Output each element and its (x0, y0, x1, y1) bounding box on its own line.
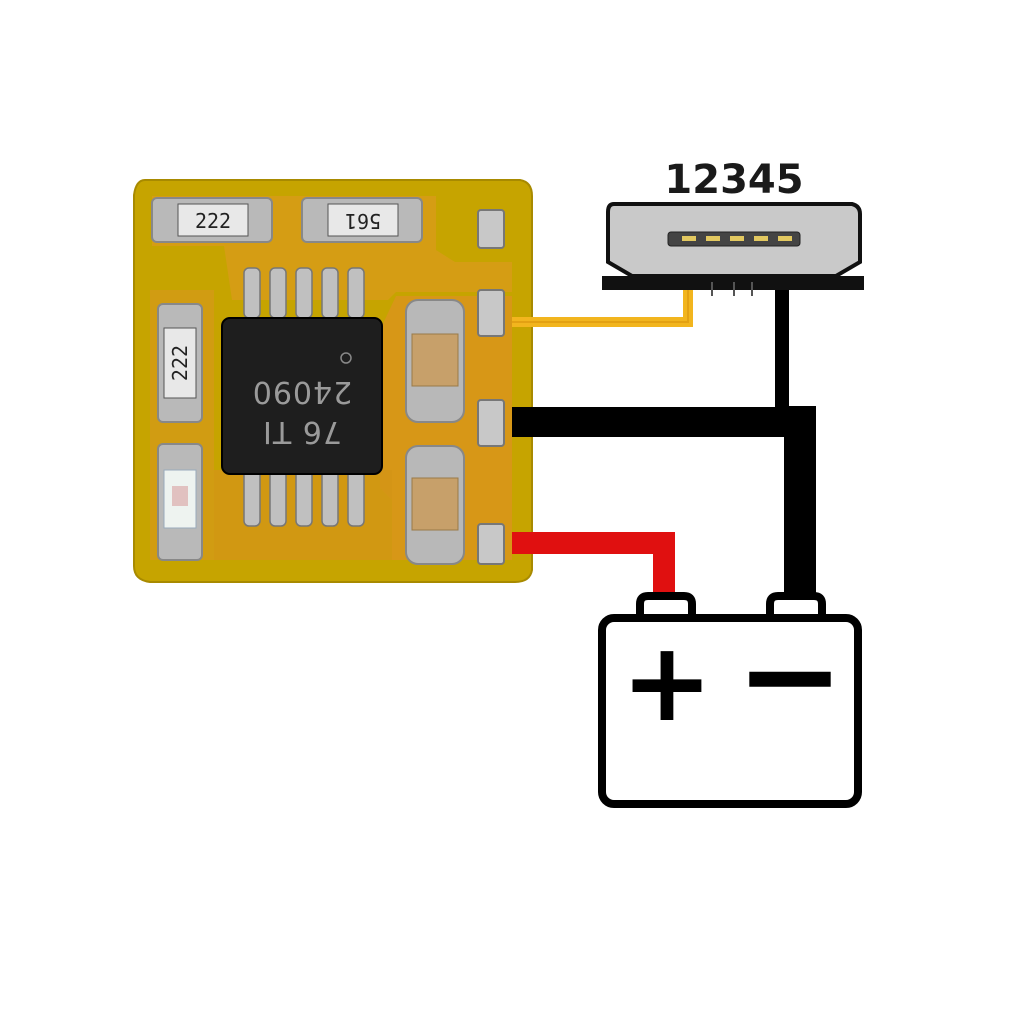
resistor-top-left-label: 222 (195, 209, 231, 233)
ic-pin1-dot (340, 352, 352, 364)
connector-pin-label: 12345 (664, 157, 803, 203)
resistor-top-right: 561 (301, 197, 423, 243)
positive-wire (512, 532, 675, 600)
solder-pads (477, 209, 505, 565)
pad-top (477, 209, 505, 249)
ic-body (221, 317, 383, 475)
resistor-top-right-label: 561 (345, 209, 381, 233)
resistor-left: 222 (157, 303, 203, 423)
led (157, 443, 203, 561)
battery-body (598, 614, 862, 808)
battery-terminal-negative (766, 592, 826, 618)
pcb-board: 222 561 222 (133, 179, 533, 583)
ic-marking-line2: 24090 (252, 374, 352, 409)
connector-legs (711, 282, 753, 296)
resistor-left-label: 222 (168, 345, 192, 381)
pad-data (477, 289, 505, 337)
micro-usb-connector: 12345 (602, 157, 864, 296)
data-wire-edge (512, 280, 689, 323)
ic-chip: 76 TI 24090 (221, 267, 383, 527)
battery: + − (598, 592, 862, 808)
battery-positive-symbol: + (621, 618, 713, 746)
ic-pins-bottom (243, 469, 365, 527)
battery-terminal-positive (636, 592, 696, 618)
pad-ground (477, 399, 505, 447)
resistor-top-left: 222 (151, 197, 273, 243)
battery-negative-symbol: − (736, 599, 845, 751)
capacitor-top (405, 299, 465, 423)
pad-positive (477, 523, 505, 565)
ic-marking-line1: 76 TI (262, 414, 342, 449)
capacitor-bottom (405, 445, 465, 565)
wires (512, 280, 816, 600)
connector-contacts (682, 236, 792, 241)
